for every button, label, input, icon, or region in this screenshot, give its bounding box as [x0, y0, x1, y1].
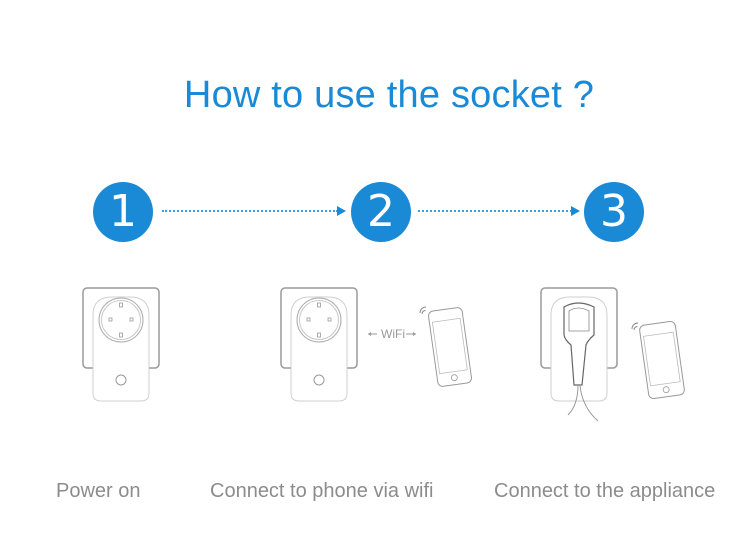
- page-title: How to use the socket ?: [183, 74, 595, 116]
- step-3-badge: 3: [584, 182, 644, 242]
- step-2-badge: 2: [351, 182, 411, 242]
- arrow-step-2-to-3: [418, 206, 580, 216]
- step-2-label: Connect to phone via wifi: [210, 480, 434, 502]
- step-1-label: Power on: [56, 480, 141, 502]
- wifi-label: WiFi: [381, 327, 405, 341]
- arrow-head-icon: [337, 206, 346, 216]
- socket-with-plug-icon: [540, 287, 685, 422]
- socket-plugged-icon: [82, 287, 160, 402]
- step-1-badge: 1: [93, 182, 153, 242]
- arrow-head-icon: [571, 206, 580, 216]
- arrow-step-1-to-2: [162, 206, 346, 216]
- step-3-label: Connect to the appliance: [494, 480, 716, 502]
- socket-wifi-phone-icon: [280, 287, 472, 402]
